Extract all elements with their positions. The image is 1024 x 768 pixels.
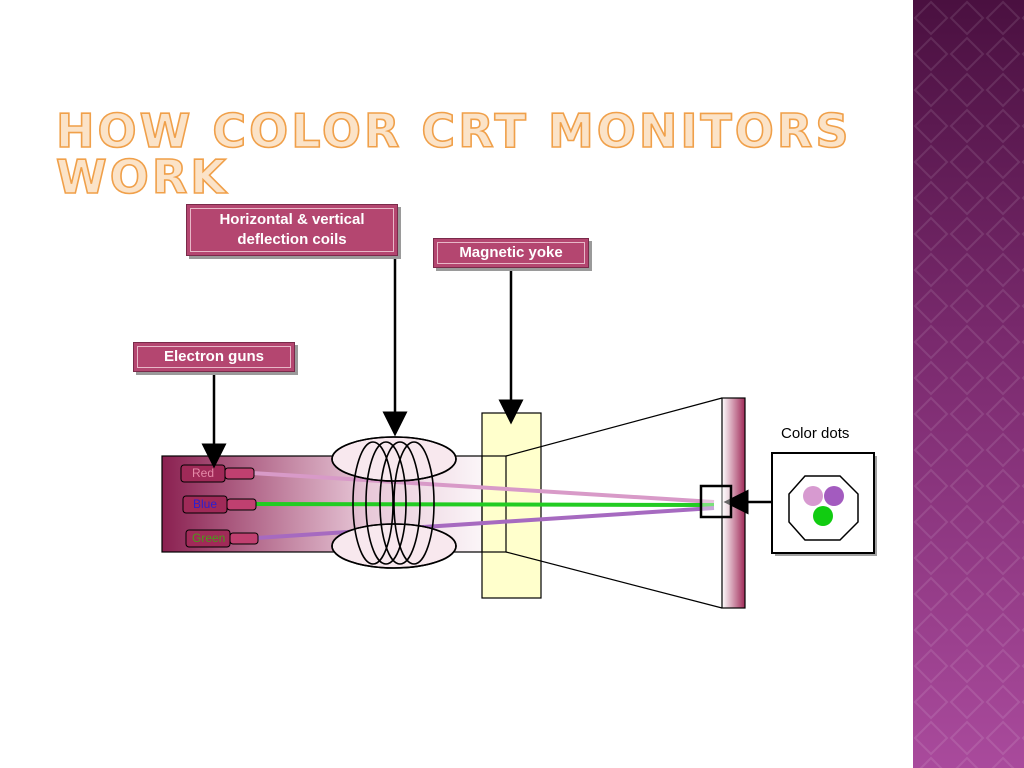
green-dot — [813, 506, 833, 526]
crt-diagram — [161, 258, 877, 609]
electron-guns-label: Electron guns — [133, 342, 295, 372]
green-gun — [185, 529, 259, 548]
deflection-coils-text: Horizontal & vertical deflection coils — [219, 211, 365, 248]
magnetic-yoke-text: Magnetic yoke — [459, 244, 563, 261]
slide-title: How color CRT monitors work — [55, 104, 852, 204]
funnel-top-edge — [505, 397, 723, 457]
red-beam — [251, 471, 715, 504]
blue-beam — [251, 502, 715, 507]
blue-gun-label: Blue — [193, 497, 218, 511]
magnetic-yoke-label: Magnetic yoke — [433, 238, 589, 268]
color-dots-label: Color dots — [781, 425, 850, 442]
blue-gun — [182, 495, 257, 514]
green-gun-label: Green — [192, 531, 226, 545]
green-beam — [255, 506, 715, 540]
deflection-coils-label: Horizontal & vertical deflection coils — [186, 204, 398, 256]
funnel-bottom-edge — [505, 551, 723, 609]
beam-target-square — [699, 484, 733, 519]
purple-dot — [824, 486, 844, 506]
red-gun-label: Red — [192, 466, 215, 480]
decorative-side-band — [913, 0, 1024, 768]
electron-guns-text: Electron guns — [163, 348, 264, 365]
red-gun — [180, 464, 255, 483]
pink-dot — [803, 486, 823, 506]
deflection-coils — [331, 436, 457, 569]
diamond-pattern — [913, 0, 1024, 768]
